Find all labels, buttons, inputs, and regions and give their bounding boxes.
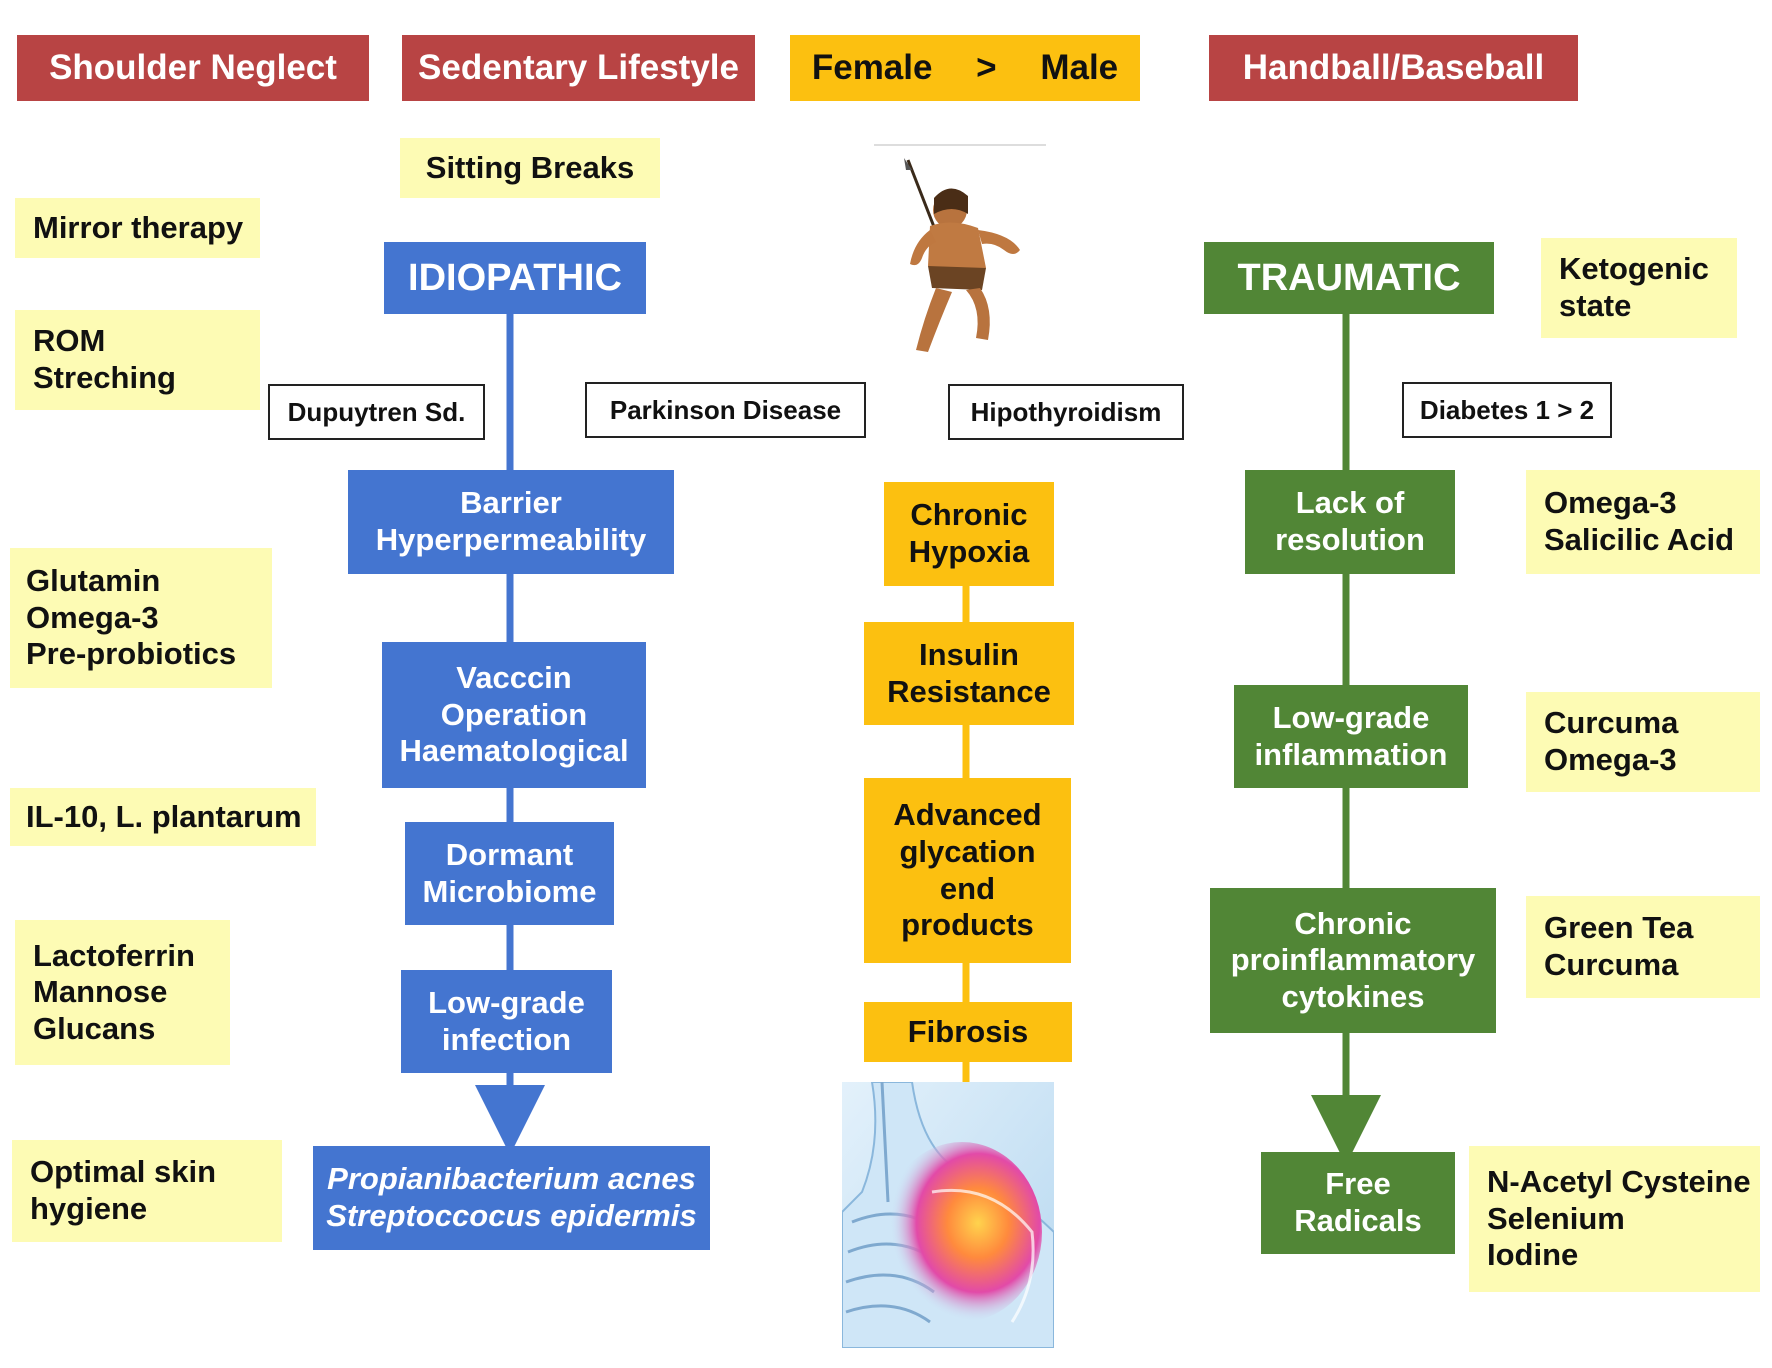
female-male-label: Female > Male bbox=[790, 35, 1140, 101]
vaccin-operation-step: Vacccin Operation Haematological bbox=[382, 642, 646, 788]
sedentary-lifestyle-label: Sedentary Lifestyle bbox=[402, 35, 755, 101]
parkinson-box: Parkinson Disease bbox=[585, 382, 866, 438]
female-text: Female bbox=[811, 48, 933, 88]
gt-text: > bbox=[976, 48, 997, 88]
dupuytren-box: Dupuytren Sd. bbox=[268, 384, 485, 440]
idiopathic-title: IDIOPATHIC bbox=[384, 242, 646, 314]
diabetes-box: Diabetes 1 > 2 bbox=[1402, 382, 1612, 438]
lactoferrin-note: Lactoferrin Mannose Glucans bbox=[15, 920, 230, 1065]
il10-note: IL-10, L. plantarum bbox=[10, 788, 316, 846]
barrier-hyperpermeability-step: Barrier Hyperpermeability bbox=[348, 470, 674, 574]
mirror-therapy-note: Mirror therapy bbox=[15, 198, 260, 258]
chronic-hypoxia-step: Chronic Hypoxia bbox=[884, 482, 1054, 586]
low-grade-inflammation-step: Low-grade inflammation bbox=[1234, 685, 1468, 788]
lack-of-resolution-step: Lack of resolution bbox=[1245, 470, 1455, 574]
handball-baseball-label: Handball/Baseball bbox=[1209, 35, 1578, 101]
shoulder-neglect-label: Shoulder Neglect bbox=[17, 35, 369, 101]
free-radicals-outcome: Free Radicals bbox=[1261, 1152, 1455, 1254]
bacteria-outcome: Propianibacterium acnes Streptoccocus ep… bbox=[313, 1146, 710, 1250]
traumatic-title: TRAUMATIC bbox=[1204, 242, 1494, 314]
hypothyroidism-box: Hipothyroidism bbox=[948, 384, 1184, 440]
proinflammatory-cytokines-step: Chronic proinflammatory cytokines bbox=[1210, 888, 1496, 1033]
green-tea-note: Green Tea Curcuma bbox=[1526, 896, 1760, 998]
dormant-microbiome-step: Dormant Microbiome bbox=[405, 822, 614, 925]
insulin-resistance-step: Insulin Resistance bbox=[864, 622, 1074, 725]
fibrosis-step: Fibrosis bbox=[864, 1002, 1072, 1062]
curcuma-omega-note: Curcuma Omega-3 bbox=[1526, 692, 1760, 792]
nac-note: N-Acetyl Cysteine Selenium Iodine bbox=[1469, 1146, 1760, 1292]
rom-streching-note: ROM Streching bbox=[15, 310, 260, 410]
male-text: Male bbox=[1040, 48, 1119, 88]
ketogenic-note: Ketogenic state bbox=[1541, 238, 1737, 338]
omega-salicilic-note: Omega-3 Salicilic Acid bbox=[1526, 470, 1760, 574]
glutamin-note: Glutamin Omega-3 Pre-probiotics bbox=[10, 548, 272, 688]
caveman-hunter-illustration bbox=[904, 158, 1020, 352]
age-products-step: Advanced glycation end products bbox=[864, 778, 1071, 963]
low-grade-infection-step: Low-grade infection bbox=[401, 970, 612, 1073]
skin-hygiene-note: Optimal skin hygiene bbox=[12, 1140, 282, 1242]
sitting-breaks-note: Sitting Breaks bbox=[400, 138, 660, 198]
shoulder-anatomy-illustration bbox=[842, 1082, 1054, 1348]
